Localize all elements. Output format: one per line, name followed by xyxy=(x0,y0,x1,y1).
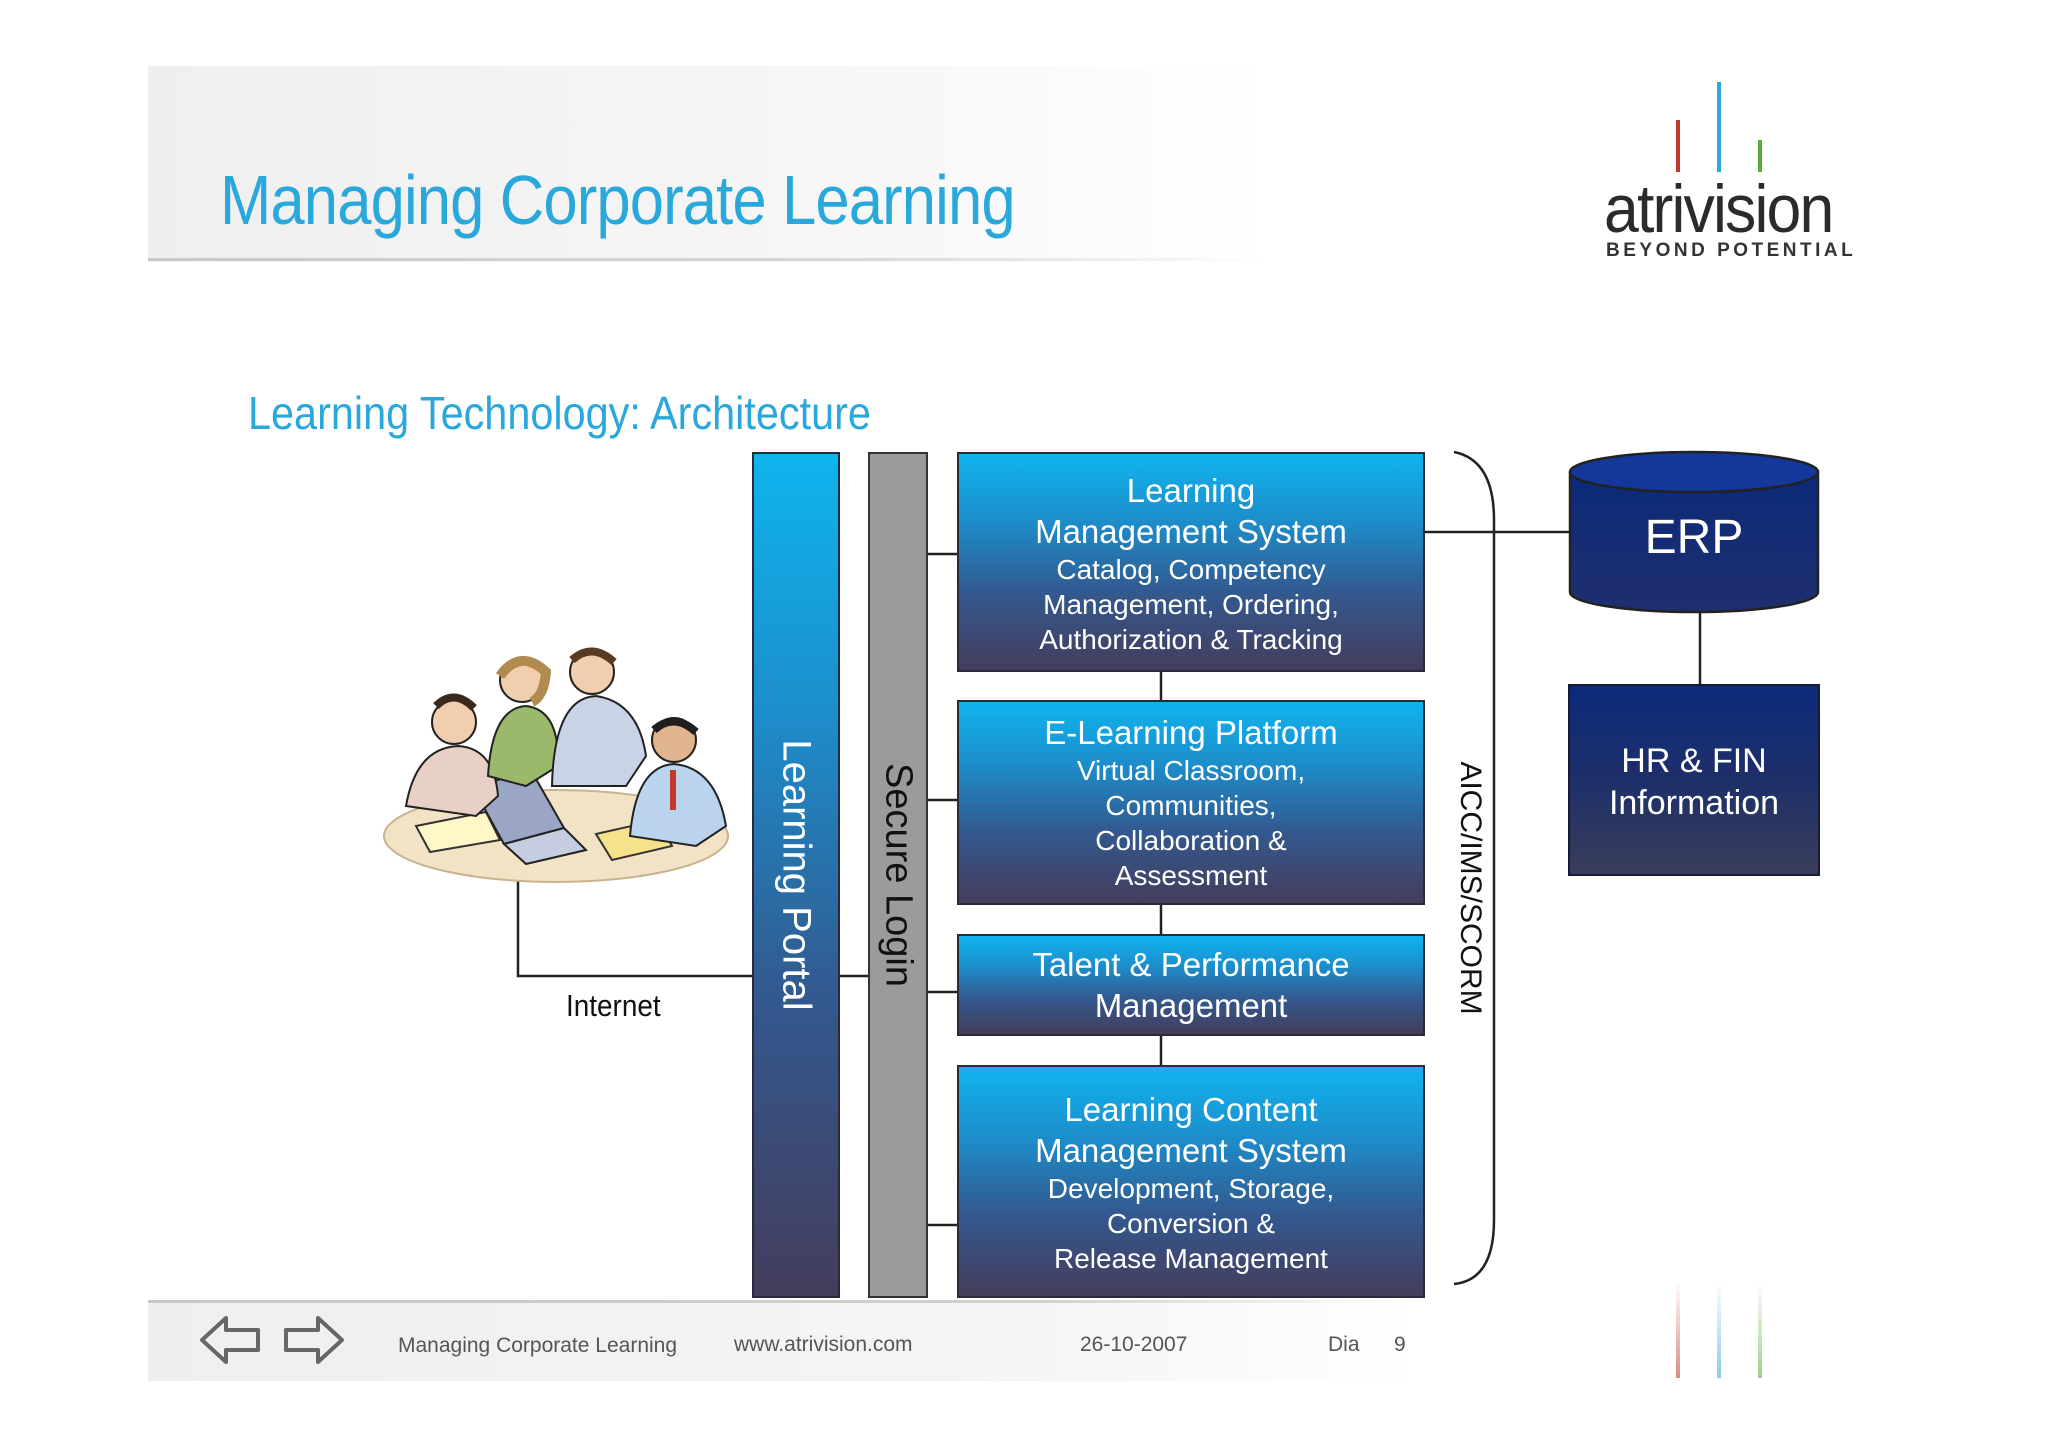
lms-body-line3: Authorization & Tracking xyxy=(1039,624,1343,655)
hr-fin-line1: HR & FIN xyxy=(1621,742,1767,780)
erp-label: ERP xyxy=(1644,511,1744,564)
lms-body-line2: Management, Ordering, xyxy=(1043,589,1339,620)
lms-box: Learning Management System Catalog, Comp… xyxy=(957,452,1425,672)
footer-logo-bars-icon xyxy=(1676,1282,1762,1378)
header-divider xyxy=(148,258,1268,261)
footer-url[interactable]: www.atrivision.com xyxy=(734,1333,913,1356)
back-arrow-icon[interactable] xyxy=(198,1312,264,1368)
lms-title-line1: Learning xyxy=(1126,472,1256,509)
erp-database-icon xyxy=(1568,450,1820,614)
elearning-title: E-Learning Platform xyxy=(1044,714,1338,751)
elearning-body-line1: Virtual Classroom, xyxy=(1076,755,1306,786)
logo-wordmark: atrivision xyxy=(1604,171,1834,247)
standards-label: AICC/IMS/SCORM xyxy=(1454,761,1487,1015)
talent-title-line2: Management xyxy=(1094,987,1288,1024)
footer-band xyxy=(148,1303,1416,1381)
learning-portal-label: Learning Portal xyxy=(774,739,819,1011)
footer-title: Managing Corporate Learning xyxy=(398,1334,678,1357)
business-team-clipart xyxy=(383,647,729,883)
talent-box: Talent & Performance Management xyxy=(957,934,1425,1036)
footer-slide-label: Dia xyxy=(1328,1333,1360,1356)
section-subtitle: Learning Technology: Architecture xyxy=(248,387,871,439)
lcms-title-line1: Learning Content xyxy=(1064,1091,1318,1128)
lms-title-line2: Management System xyxy=(1035,513,1347,550)
logo-tagline: BEYOND POTENTIAL xyxy=(1606,240,1857,261)
elearning-body-line2: Communities, xyxy=(1105,790,1277,821)
standards-label-wrapper: AICC/IMS/SCORM xyxy=(1440,761,1500,1014)
lcms-body-line1: Development, Storage, xyxy=(1047,1173,1335,1204)
lcms-box: Learning Content Management System Devel… xyxy=(957,1065,1425,1298)
hr-fin-line2: Information xyxy=(1608,784,1780,822)
header-band xyxy=(148,66,1268,262)
lcms-title-line2: Management System xyxy=(1035,1132,1347,1169)
elearning-body-line3: Collaboration & xyxy=(1095,825,1287,856)
footer-date: 26-10-2007 xyxy=(1080,1333,1188,1356)
talent-title-line1: Talent & Performance xyxy=(1032,946,1350,983)
forward-arrow-icon[interactable] xyxy=(280,1312,346,1368)
hr-fin-box: HR & FIN Information xyxy=(1568,684,1820,876)
lcms-body-line3: Release Management xyxy=(1054,1243,1328,1274)
internet-label: Internet xyxy=(566,988,661,1023)
footer-divider xyxy=(148,1300,1416,1303)
logo-bars-icon xyxy=(1676,82,1762,172)
lms-body-line1: Catalog, Competency xyxy=(1056,554,1326,585)
footer-slide-number: 9 xyxy=(1394,1333,1406,1356)
learning-portal-bar: Learning Portal xyxy=(752,452,840,1298)
secure-login-bar: Secure Login xyxy=(868,452,928,1298)
lcms-body-line2: Conversion & xyxy=(1106,1208,1276,1239)
elearning-box: E-Learning Platform Virtual Classroom, C… xyxy=(957,700,1425,905)
secure-login-label: Secure Login xyxy=(877,763,920,987)
elearning-body-line4: Assessment xyxy=(1114,860,1268,891)
page-title: Managing Corporate Learning xyxy=(220,161,1016,239)
